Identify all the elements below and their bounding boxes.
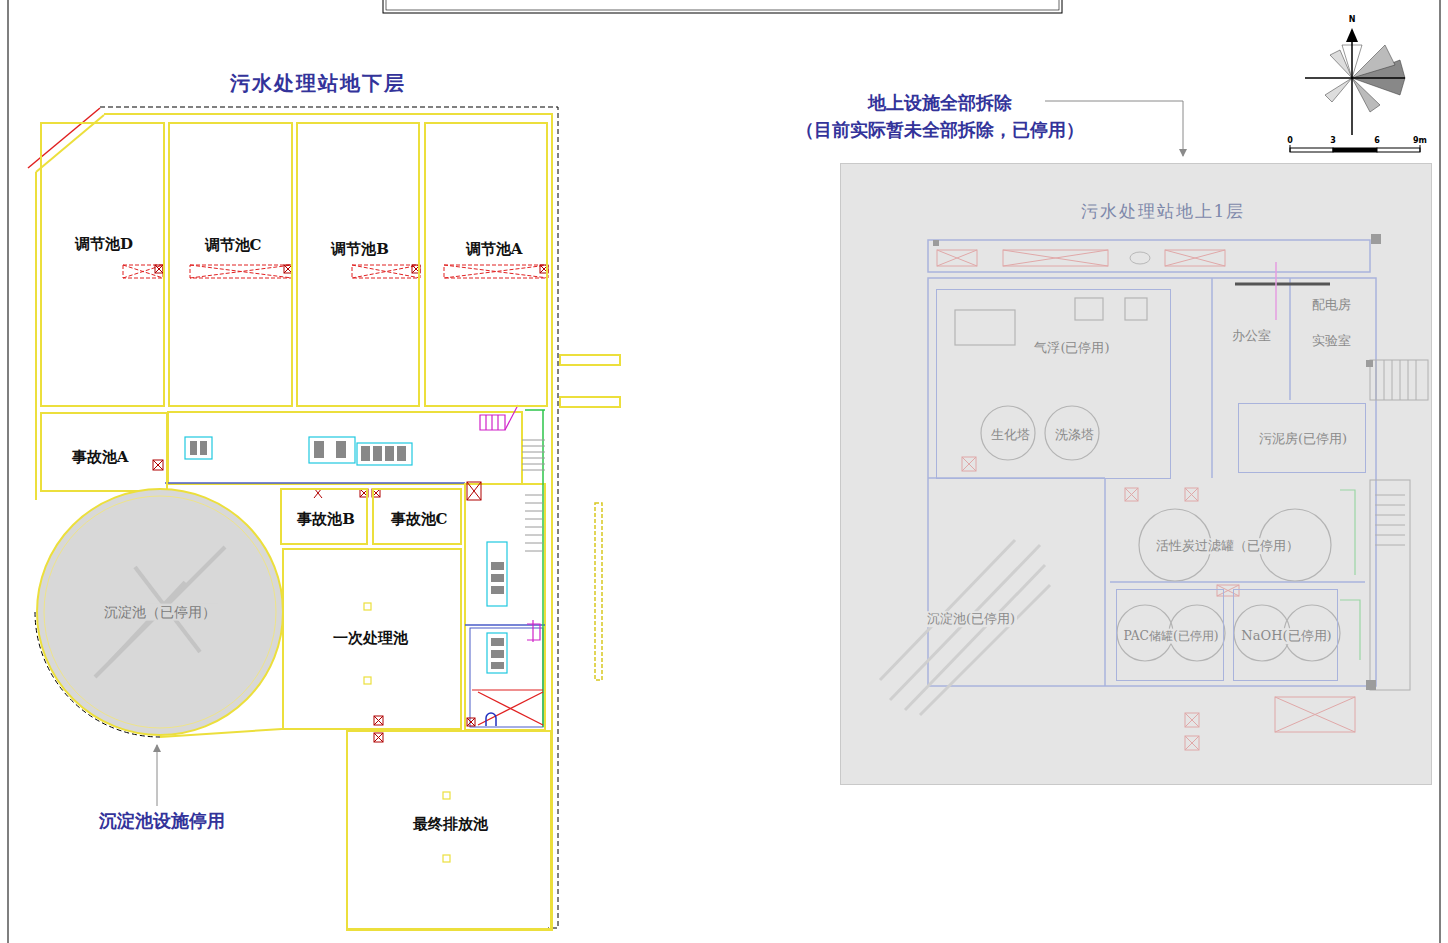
- wind-rose: [1305, 28, 1405, 135]
- room-label: 污水处理站地下层: [230, 71, 406, 95]
- room-label: 污泥房(已停用): [1257, 431, 1349, 447]
- room-label: 最终排放池: [411, 815, 490, 833]
- room-label: 调节池B: [329, 240, 391, 258]
- equalization-tank: 调节池D: [40, 122, 165, 407]
- flotation-room: 气浮(已停用) 生化塔 洗涤塔: [936, 289, 1171, 479]
- room-label: 事故池B: [295, 510, 357, 528]
- emergency-tank: 事故池A: [40, 412, 168, 492]
- emergency-tank: 事故池B: [280, 488, 368, 545]
- discharge-tank: 最终排放池: [346, 730, 552, 930]
- underground-level: 污水处理站地下层调节池D调节池C调节池B调节池A事故池A事故池B事故池C一次处理…: [40, 107, 560, 930]
- demolition-note: 地上设施全部拆除: [866, 92, 1014, 114]
- office-room: 办公室: [1216, 311, 1286, 361]
- scale-bar: [1290, 145, 1420, 152]
- primary-tank: 一次处理池: [282, 548, 462, 730]
- manhole-symbol: [486, 713, 496, 726]
- settling-tank-ruin: 沉淀池(已停用): [901, 601, 1041, 637]
- faded-green-lines: [1340, 490, 1360, 660]
- room-label: 办公室: [1230, 328, 1273, 344]
- red-cross-area: [472, 690, 543, 725]
- equipment-label: 生化塔: [989, 427, 1032, 443]
- equipment-label: 洗涤塔: [1053, 427, 1096, 443]
- cable-line: [1275, 262, 1277, 320]
- stairs: [522, 440, 545, 551]
- room-label: 事故池A: [70, 448, 131, 466]
- faded-stairs: [1370, 360, 1428, 690]
- sludge-pipes: [123, 265, 548, 278]
- room-label: 调节池D: [73, 235, 135, 253]
- scale-number: 3: [1330, 136, 1336, 146]
- equalization-tank: 调节池C: [168, 122, 293, 407]
- room-label: 活性炭过滤罐（已停用）: [1154, 538, 1301, 554]
- naoh-tank-area: NaOH(已停用): [1233, 589, 1338, 681]
- room-label: 污水处理站地上1层: [1079, 201, 1248, 221]
- north-mark: N: [1349, 15, 1356, 25]
- settling-note: 沉淀池设施停用: [97, 810, 227, 832]
- room-label: 沉淀池（已停用）: [102, 604, 218, 621]
- underground-walls: [28, 107, 620, 930]
- room-label: 实验室: [1310, 333, 1353, 349]
- equalization-tank: 调节池A: [424, 122, 548, 407]
- scale-number: 9m: [1413, 136, 1427, 146]
- title-box: [383, 0, 1062, 13]
- scale-number: 0: [1287, 136, 1293, 146]
- room-label: 沉淀池(已停用): [925, 611, 1017, 627]
- lab-room: 实验室: [1296, 324, 1366, 358]
- room-label: PAC储罐(已停用): [1122, 629, 1221, 644]
- room-label: 配电房: [1310, 297, 1353, 313]
- room-label: NaOH(已停用): [1239, 628, 1333, 644]
- equalization-tank: 调节池B: [296, 122, 420, 407]
- room-label: 调节池A: [464, 240, 525, 258]
- stair-arrows: [480, 405, 540, 642]
- pac-tank-area: PAC储罐(已停用): [1116, 589, 1224, 681]
- faded-settling-texture: [880, 540, 1050, 715]
- leader-line: [157, 745, 158, 806]
- faded-pipes: [937, 250, 1355, 750]
- faded-tanks: [955, 298, 1340, 661]
- carbon-filter-area: 活性炭过滤罐（已停用）: [1111, 486, 1366, 581]
- demolished-area: [840, 163, 1432, 785]
- room-label: 事故池C: [389, 510, 450, 528]
- page-frame: [8, 0, 1440, 943]
- scale-number: 6: [1374, 136, 1380, 146]
- room-label: 调节池C: [203, 236, 264, 254]
- room-label: 气浮(已停用): [1032, 340, 1111, 356]
- room-label: 一次处理池: [331, 629, 410, 647]
- wall-bar: [1235, 283, 1330, 286]
- emergency-tank: 事故池C: [372, 488, 462, 545]
- power-room: 配电房: [1296, 288, 1366, 322]
- sludge-room: 污泥房(已停用): [1238, 403, 1366, 473]
- demolition-note: （目前实际暂未全部拆除，已停用）: [794, 119, 1086, 141]
- settling-tank: 沉淀池（已停用）: [35, 487, 285, 737]
- ground-level-panel: 污水处理站地上1层气浮(已停用) 生化塔 洗涤塔 办公室 配电房实验室污泥房(已停用) 活…: [840, 163, 1432, 785]
